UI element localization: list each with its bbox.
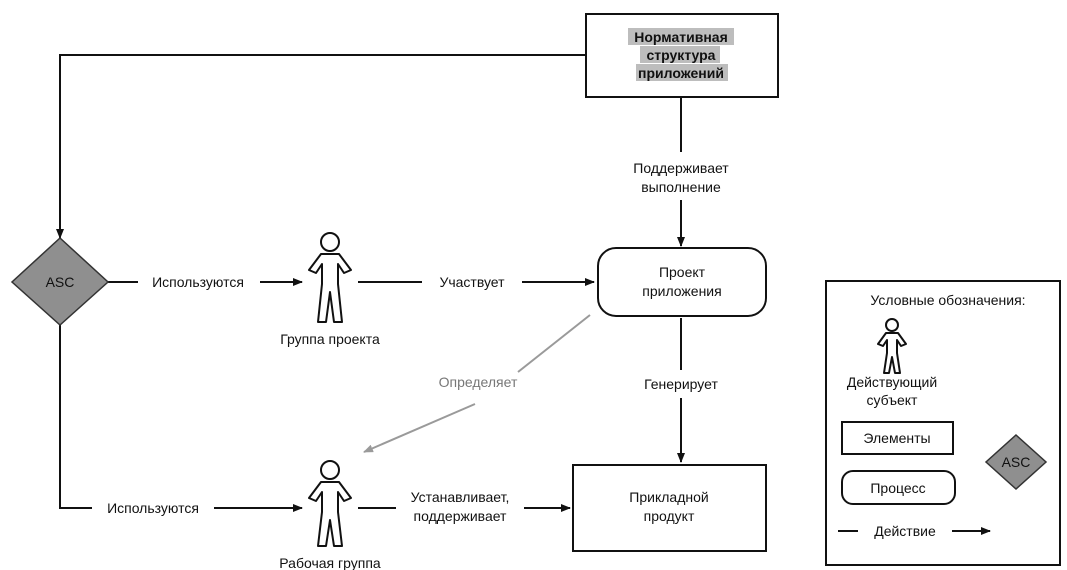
framework-label-line3: приложений [638,65,724,81]
work-group-label: Рабочая группа [279,555,381,570]
edge-label-participates: Участвует [439,274,505,290]
legend-actor-label-line2: субъект [867,392,919,408]
edge-label-establishes-line1: Устанавливает, [411,489,510,505]
legend-asc-label: ASC [1002,454,1031,470]
legend-process-box [841,470,956,505]
legend-elements-label: Элементы [863,430,930,446]
asc-diamond: ASC [10,236,110,327]
product-label-line2: продукт [644,508,695,524]
legend-process-label: Процесс [870,480,925,496]
framework-label-line2: структура [647,47,716,63]
work-group-actor-icon [308,460,352,547]
edge-label-supports-line1: Поддерживает [633,160,729,176]
project-label-line1: Проект [659,264,706,280]
legend-actor-icon [877,318,907,374]
project-label-line2: приложения [642,283,721,299]
connector-project-to-work-group-a [517,314,591,373]
framework-label-line1: Нормативная [634,29,727,45]
edge-label-used-bottom: Используются [107,500,199,516]
edge-label-supports-line2: выполнение [641,179,721,195]
legend-actor-label-line1: Действующий [847,374,937,390]
legend-panel: Условные обозначения: Действующий субъек… [825,280,1061,566]
edge-label-defines: Определяет [439,374,518,390]
project-group-actor-icon [308,232,352,323]
product-label-line1: Прикладной [629,489,708,505]
edge-label-generates: Генерирует [644,376,718,392]
connector-framework-to-asc [56,54,585,239]
asc-label: ASC [46,274,75,290]
legend-elements-box [841,421,954,455]
framework-box: Нормативная структура приложений [585,13,779,98]
connector-project-to-work-group-b [363,403,476,453]
legend-asc-diamond [984,433,1048,491]
edge-label-used-top: Используются [152,274,244,290]
project-process-box: Проект приложения [597,247,767,317]
edge-label-establishes-line2: поддерживает [414,508,508,524]
legend-title: Условные обозначения: [870,292,1025,308]
product-element-box: Прикладной продукт [572,464,767,552]
connector-asc-to-work-group-a [59,325,92,509]
legend-action-label: Действие [874,523,936,539]
project-group-label: Группа проекта [280,331,380,347]
